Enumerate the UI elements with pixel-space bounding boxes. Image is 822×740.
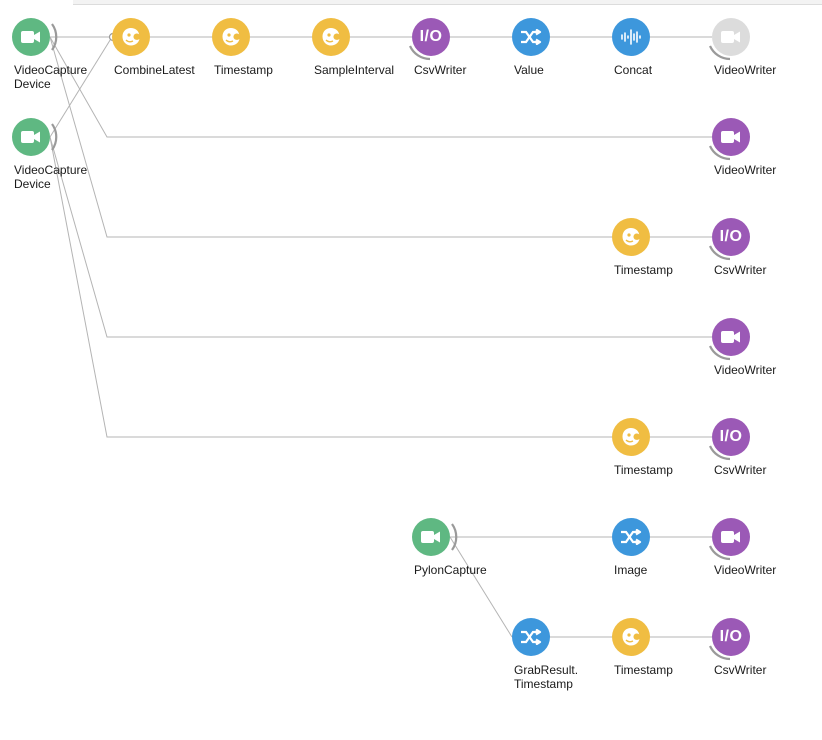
rx-operator-icon <box>620 426 642 448</box>
input-port-icon <box>708 345 731 361</box>
node-videocapture-device[interactable] <box>12 18 58 56</box>
edge-n1-n11 <box>49 36 612 238</box>
video-camera-icon <box>721 330 741 344</box>
edge-n16-n19 <box>449 536 513 638</box>
node-concat[interactable] <box>612 18 650 56</box>
io-icon: I/O <box>419 28 443 45</box>
node-csvwriter[interactable]: I/O <box>708 618 750 661</box>
io-icon: I/O <box>719 428 743 445</box>
shuffle-icon <box>520 29 542 45</box>
edge-n9-n14 <box>49 136 612 438</box>
node-label: CombineLatest <box>114 63 195 77</box>
node-label: Timestamp <box>614 263 673 277</box>
rx-operator-icon <box>120 26 142 48</box>
output-port-icon <box>51 123 58 151</box>
node-pyloncapture[interactable] <box>412 518 458 556</box>
node-label: Concat <box>614 63 653 77</box>
node-label: Timestamp <box>614 663 673 677</box>
node-videowriter[interactable] <box>708 318 750 361</box>
node-label: VideoWriter <box>714 563 777 577</box>
top-scroll-area <box>73 0 822 5</box>
node-label: Image <box>614 563 648 577</box>
node-sampleinterval[interactable] <box>312 18 350 56</box>
edge-n9-n2 <box>49 36 113 138</box>
shuffle-icon <box>520 629 542 645</box>
node-label: VideoCapture Device <box>14 63 88 91</box>
node-value[interactable] <box>512 18 550 56</box>
input-port-icon <box>708 245 731 261</box>
node-csvwriter[interactable]: I/O <box>708 418 750 461</box>
input-port-icon <box>708 445 731 461</box>
node-label: VideoWriter <box>714 63 777 77</box>
input-port-icon <box>708 545 731 561</box>
node-timestamp[interactable] <box>212 18 250 56</box>
node-label: VideoWriter <box>714 163 777 177</box>
input-port-icon <box>408 45 431 61</box>
video-camera-icon <box>21 30 41 44</box>
input-port-icon <box>708 45 731 61</box>
video-camera-icon <box>21 130 41 144</box>
node-videowriter[interactable] <box>708 18 750 61</box>
node-label: GrabResult. Timestamp <box>514 663 579 691</box>
rx-operator-icon <box>220 26 242 48</box>
rx-operator-icon <box>620 226 642 248</box>
node-videowriter[interactable] <box>708 518 750 561</box>
video-camera-icon <box>721 130 741 144</box>
node-timestamp[interactable] <box>612 218 650 256</box>
io-icon: I/O <box>719 228 743 245</box>
node-label: PylonCapture <box>414 563 487 577</box>
output-port-icon <box>451 523 458 551</box>
node-grabresult-timestamp[interactable] <box>512 618 550 656</box>
node-timestamp[interactable] <box>612 418 650 456</box>
node-label: CsvWriter <box>714 663 767 677</box>
node-timestamp[interactable] <box>612 618 650 656</box>
edge-n1-n10 <box>49 36 712 138</box>
node-label: CsvWriter <box>714 463 767 477</box>
node-image[interactable] <box>612 518 650 556</box>
video-camera-icon <box>721 530 741 544</box>
node-csvwriter[interactable]: I/O <box>408 18 450 61</box>
node-label: Timestamp <box>214 63 273 77</box>
node-combinelatest[interactable] <box>112 18 150 56</box>
shuffle-icon <box>620 529 642 545</box>
node-videowriter[interactable] <box>708 118 750 161</box>
rx-operator-icon <box>620 626 642 648</box>
video-camera-icon <box>721 30 741 44</box>
node-label: VideoCapture Device <box>14 163 88 191</box>
rx-operator-icon <box>320 26 342 48</box>
output-port-icon <box>51 23 58 51</box>
node-label: Timestamp <box>614 463 673 477</box>
io-icon: I/O <box>719 628 743 645</box>
node-videocapture-device[interactable] <box>12 118 58 156</box>
node-label: SampleInterval <box>314 63 395 77</box>
node-csvwriter[interactable]: I/O <box>708 218 750 261</box>
edge-n9-n13 <box>49 136 712 338</box>
video-camera-icon <box>421 530 441 544</box>
waveform-icon <box>620 28 642 46</box>
node-label: CsvWriter <box>714 263 767 277</box>
input-port-icon <box>708 645 731 661</box>
node-label: CsvWriter <box>414 63 467 77</box>
node-label: Value <box>514 63 544 77</box>
input-port-icon <box>708 145 731 161</box>
node-label: VideoWriter <box>714 363 777 377</box>
